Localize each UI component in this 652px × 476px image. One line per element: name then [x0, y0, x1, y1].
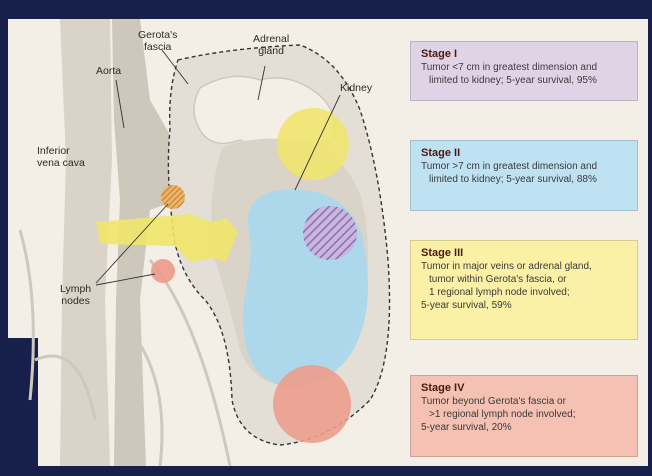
stage2-tumor-marker [303, 206, 357, 260]
gerotas-fascia-line-2: fascia [144, 41, 171, 53]
adrenal-gland-line-2: gland [258, 45, 284, 57]
stage-1-box: Stage I Tumor <7 cm in greatest dimensio… [410, 41, 638, 101]
lymph-node-orange [161, 185, 185, 209]
stage-2-line-2: limited to kidney; 5-year survival, 88% [421, 173, 627, 186]
inferior-vena-cava-label: Inferior vena cava [37, 145, 85, 169]
lymph-nodes-line-2: nodes [61, 295, 90, 307]
stage1-tumor-marker [277, 108, 349, 180]
adrenal-gland-line-1: Adrenal [253, 33, 289, 45]
stage-1-description: Tumor <7 cm in greatest dimension and li… [421, 61, 627, 87]
stage-4-line-1: Tumor beyond Gerota's fascia or [421, 395, 627, 408]
stage-4-line-2: >1 regional lymph node involved; [421, 408, 627, 421]
stage-4-line-3: 5-year survival, 20% [421, 421, 627, 434]
inferior-vena-cava-line-1: Inferior [37, 145, 70, 157]
stage-3-title: Stage III [421, 247, 627, 260]
stage-2-title: Stage II [421, 147, 627, 160]
stage-3-description: Tumor in major veins or adrenal gland, t… [421, 260, 627, 312]
stage-4-description: Tumor beyond Gerota's fascia or >1 regio… [421, 395, 627, 434]
stage-2-description: Tumor >7 cm in greatest dimension and li… [421, 160, 627, 186]
renal-vein-highlight [96, 214, 238, 262]
stage-4-title: Stage IV [421, 382, 627, 395]
gerotas-fascia-line-1: Gerota's [138, 29, 177, 41]
gerotas-fascia-label: Gerota's fascia [138, 29, 177, 53]
stage-3-box: Stage III Tumor in major veins or adrena… [410, 240, 638, 340]
adrenal-gland-label: Adrenal gland [253, 33, 289, 57]
stage-1-line-1: Tumor <7 cm in greatest dimension and [421, 61, 627, 74]
stage-3-line-1: Tumor in major veins or adrenal gland, [421, 260, 627, 273]
stage-3-line-4: 5-year survival, 59% [421, 299, 627, 312]
lymph-nodes-label: Lymph nodes [60, 283, 91, 307]
lymph-node-red [151, 259, 175, 283]
kidney-label: Kidney [340, 82, 372, 94]
stage-2-line-1: Tumor >7 cm in greatest dimension and [421, 160, 627, 173]
inferior-vena-cava-line-2: vena cava [37, 157, 85, 169]
stage-2-box: Stage II Tumor >7 cm in greatest dimensi… [410, 140, 638, 211]
lymph-nodes-line-1: Lymph [60, 283, 91, 295]
stage-1-line-2: limited to kidney; 5-year survival, 95% [421, 74, 627, 87]
aorta-label: Aorta [96, 65, 121, 77]
stage-4-box: Stage IV Tumor beyond Gerota's fascia or… [410, 375, 638, 457]
stage-1-title: Stage I [421, 48, 627, 61]
stage-3-line-3: 1 regional lymph node involved; [421, 286, 627, 299]
stage4-tumor-marker [273, 365, 351, 443]
stage-3-line-2: tumor within Gerota's fascia, or [421, 273, 627, 286]
